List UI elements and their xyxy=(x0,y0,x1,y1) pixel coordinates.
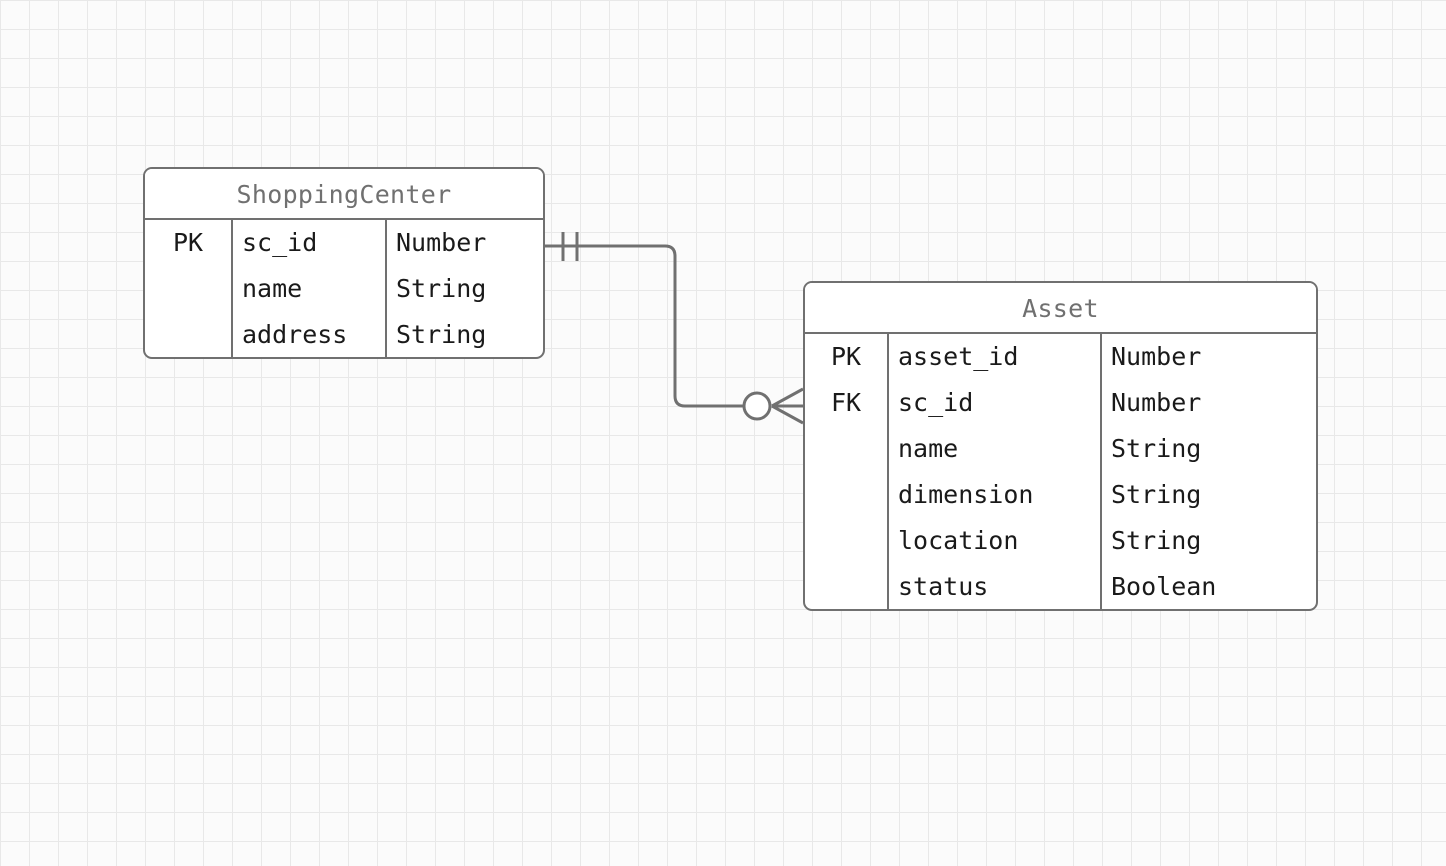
crowsfoot-upper xyxy=(771,387,804,408)
table-row[interactable]: status Boolean xyxy=(805,564,1316,609)
table-row[interactable]: name String xyxy=(145,266,543,312)
attribute-name: sc_id xyxy=(887,380,1100,426)
attribute-name: name xyxy=(231,266,385,312)
attribute-name: asset_id xyxy=(887,334,1100,380)
cardinality-one-and-only-one xyxy=(561,232,579,261)
attribute-key: PK xyxy=(830,342,862,371)
attribute-key xyxy=(805,518,887,564)
attribute-type: Number xyxy=(1100,334,1316,380)
attribute-type: Number xyxy=(385,220,543,266)
crowsfoot-lower xyxy=(771,404,804,425)
entity-shoppingcenter-title: ShoppingCenter xyxy=(145,169,543,220)
attribute-type: Number xyxy=(1100,380,1316,426)
attribute-name: location xyxy=(887,518,1100,564)
attribute-key: PK xyxy=(172,228,204,257)
attribute-type: Boolean xyxy=(1100,564,1316,609)
entity-asset[interactable]: Asset PK asset_id Number FK sc_id Number… xyxy=(803,281,1318,611)
attribute-name: name xyxy=(887,426,1100,472)
attribute-name: sc_id xyxy=(231,220,385,266)
attribute-type: String xyxy=(1100,426,1316,472)
attribute-key xyxy=(145,312,231,357)
table-row[interactable]: location String xyxy=(805,518,1316,564)
attribute-type: String xyxy=(1100,472,1316,518)
table-row[interactable]: address String xyxy=(145,312,543,357)
entity-asset-title: Asset xyxy=(805,283,1316,334)
attribute-key xyxy=(805,564,887,609)
entity-shoppingcenter-attributes: PK sc_id Number name String address Stri… xyxy=(145,220,543,357)
attribute-key xyxy=(805,426,887,472)
table-row[interactable]: PK asset_id Number xyxy=(805,334,1316,380)
table-row[interactable]: PK sc_id Number xyxy=(145,220,543,266)
attribute-key xyxy=(145,266,231,312)
zero-circle xyxy=(742,391,772,421)
attribute-type: String xyxy=(385,312,543,357)
attribute-type: String xyxy=(1100,518,1316,564)
attribute-type: String xyxy=(385,266,543,312)
cardinality-zero-or-many xyxy=(742,387,804,425)
attribute-key: FK xyxy=(830,388,862,417)
attribute-name: dimension xyxy=(887,472,1100,518)
attribute-name: status xyxy=(887,564,1100,609)
entity-asset-attributes: PK asset_id Number FK sc_id Number name … xyxy=(805,334,1316,609)
relationship-line xyxy=(545,244,744,408)
table-row[interactable]: FK sc_id Number xyxy=(805,380,1316,426)
attribute-name: address xyxy=(231,312,385,357)
table-row[interactable]: name String xyxy=(805,426,1316,472)
table-row[interactable]: dimension String xyxy=(805,472,1316,518)
relationship-shoppingcenter-has-assets[interactable] xyxy=(545,232,804,425)
entity-shoppingcenter[interactable]: ShoppingCenter PK sc_id Number name Stri… xyxy=(143,167,545,359)
attribute-key xyxy=(805,472,887,518)
